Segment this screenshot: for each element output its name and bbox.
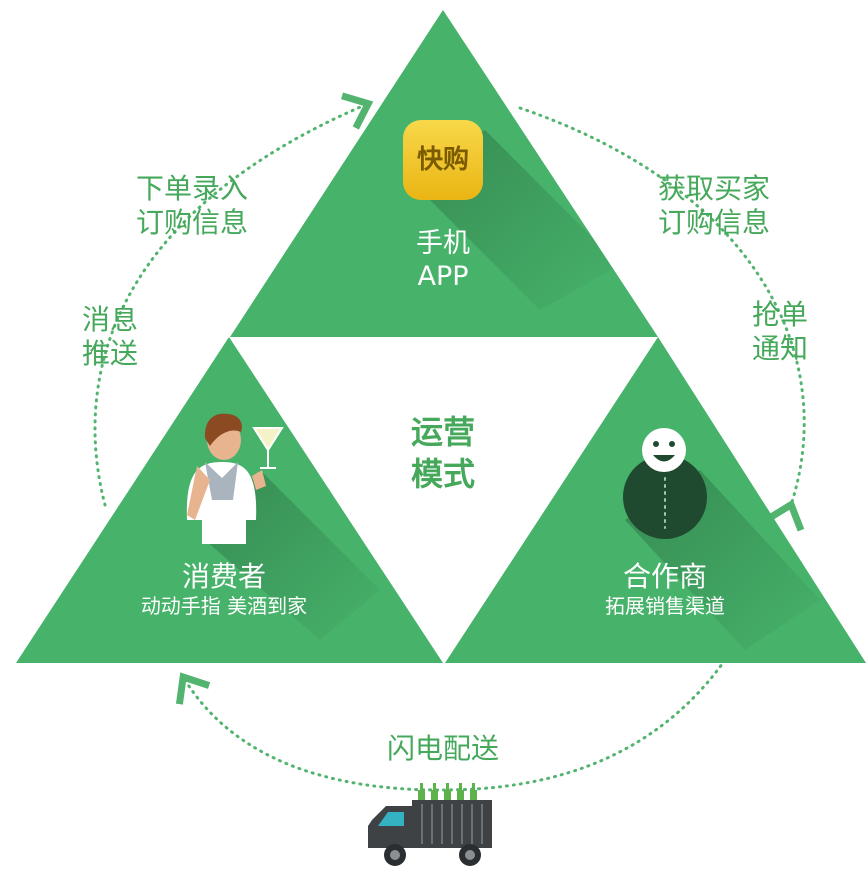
order-entry-line2: 订购信息: [135, 206, 248, 240]
grab-line2: 通知: [751, 332, 808, 366]
bottles: [418, 783, 477, 804]
bartender-icon: [186, 413, 284, 544]
grab-line1: 抢单: [751, 298, 808, 331]
consumer-subtitle: 动动手指 美酒到家: [140, 594, 308, 619]
get-buyer-line2: 订购信息: [657, 206, 770, 240]
center-label: 运营 模式: [383, 412, 503, 495]
flow-label-order-entry: 下单录入 订购信息: [112, 172, 272, 240]
flow-label-grab: 抢单 通知: [730, 298, 830, 366]
partner-node-label: 合作商 拓展销售渠道: [560, 560, 770, 619]
center-line1: 运营: [410, 413, 475, 451]
cycle-arrows: [93, 92, 806, 792]
partner-title: 合作商: [622, 560, 707, 593]
arrow-to-app-left: [93, 92, 374, 507]
app-label-line2: APP: [417, 260, 469, 292]
flow-label-push: 消息 推送: [60, 303, 160, 371]
partner-subtitle: 拓展销售渠道: [605, 594, 725, 619]
delivery-truck-icon: [368, 783, 492, 866]
app-icon-text: 快购: [417, 145, 469, 175]
center-line2: 模式: [410, 454, 475, 493]
app-label-line1: 手机: [416, 228, 470, 259]
order-entry-line1: 下单录入: [135, 172, 248, 205]
arrow-to-app-right: [518, 106, 806, 532]
kuaigou-app-icon: 快购: [403, 120, 483, 200]
get-buyer-line1: 获取买家: [657, 172, 770, 205]
delivery-line1: 闪电配送: [386, 732, 499, 765]
consumer-title: 消费者: [181, 560, 266, 593]
flow-label-get-buyer: 获取买家 订购信息: [634, 172, 794, 240]
app-node-label: 手机 APP: [383, 228, 503, 294]
push-line2: 推送: [81, 337, 138, 371]
arrow-delivery: [175, 658, 727, 792]
smiley-person-icon: [623, 428, 707, 539]
push-line1: 消息: [81, 303, 138, 336]
flow-label-delivery: 闪电配送: [353, 732, 533, 766]
consumer-node-label: 消费者 动动手指 美酒到家: [104, 560, 344, 619]
